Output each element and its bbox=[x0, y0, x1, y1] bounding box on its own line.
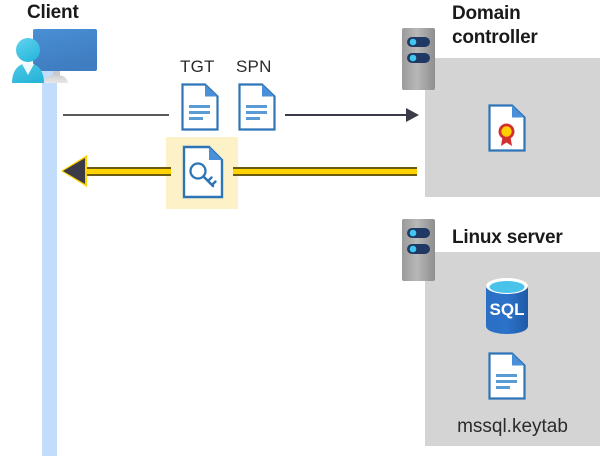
response-arrow-segment-right bbox=[233, 167, 417, 176]
tgt-label: TGT bbox=[180, 57, 215, 76]
key-document-icon bbox=[182, 145, 224, 199]
request-arrow-head-icon bbox=[406, 108, 419, 122]
certificate-document-icon bbox=[488, 104, 526, 152]
response-arrow-segment-left bbox=[83, 167, 171, 176]
spn-label: SPN bbox=[236, 57, 272, 76]
client-lifeline bbox=[42, 58, 57, 456]
domain-controller-title: Domain controller bbox=[452, 2, 592, 50]
client-title: Client bbox=[27, 2, 79, 23]
spn-document-icon bbox=[238, 83, 276, 131]
request-arrow-segment-right bbox=[285, 114, 407, 116]
response-arrow-head-icon bbox=[63, 158, 85, 184]
user-with-monitor-icon bbox=[6, 25, 102, 91]
request-arrow-segment-left bbox=[63, 114, 169, 116]
domain-controller-title-line1: Domain bbox=[452, 3, 521, 24]
linux-server-server-icon bbox=[402, 219, 435, 281]
svg-text:SQL: SQL bbox=[490, 300, 525, 319]
linux-server-title: Linux server bbox=[452, 227, 563, 248]
sql-database-icon: SQL bbox=[482, 277, 532, 335]
domain-controller-server-icon bbox=[402, 28, 435, 90]
keytab-document-icon bbox=[488, 352, 526, 400]
keytab-file-label: mssql.keytab bbox=[457, 416, 568, 437]
tgt-document-icon bbox=[181, 83, 219, 131]
domain-controller-title-line2: controller bbox=[452, 27, 538, 48]
